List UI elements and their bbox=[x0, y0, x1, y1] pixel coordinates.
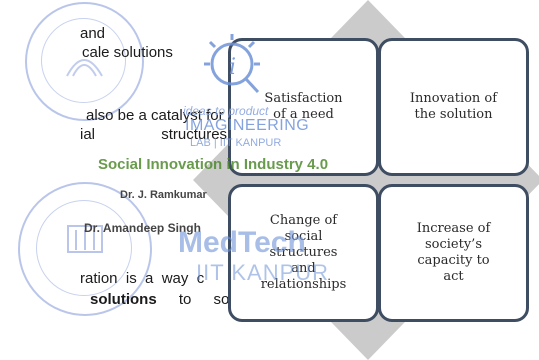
body-line-2: cale solutions bbox=[82, 44, 173, 61]
institute-seal-top bbox=[25, 2, 144, 121]
box-label: Innovation of the solution bbox=[409, 91, 498, 122]
watermark-tagline: ideas to product bbox=[183, 104, 269, 118]
diagram: Satisfaction of a need Innovation of the… bbox=[190, 0, 539, 360]
body-line-6-bold: solutions bbox=[90, 291, 157, 308]
institute-seal-bottom bbox=[18, 182, 152, 316]
body-line-6-mid: to bbox=[178, 291, 192, 308]
box-label: Increase of society’s capacity to act bbox=[416, 221, 491, 284]
author-amandeep: Dr. Amandeep Singh bbox=[84, 221, 201, 235]
watermark-title: Social Innovation in Industry 4.0 bbox=[98, 156, 329, 173]
seal-emblem-icon bbox=[66, 59, 103, 77]
box-satisfaction-of-need: Satisfaction of a need bbox=[228, 38, 379, 176]
watermark-lab-sub: LAB | IIT KANPUR bbox=[190, 137, 282, 149]
lightbulb-logo-icon: i bbox=[204, 34, 260, 94]
body-line-5: ration is a way c bbox=[80, 270, 205, 287]
author-ramkumar: Dr. J. Ramkumar bbox=[120, 189, 207, 201]
body-line-1: and bbox=[80, 25, 106, 42]
body-line-6: solutions to soci bbox=[90, 291, 240, 308]
box-label: Change of social structures and relation… bbox=[260, 213, 347, 292]
body-line-4-mid: structures bbox=[161, 126, 228, 143]
watermark-lab-name: IMAGINEERING bbox=[185, 117, 310, 134]
medtech-sub-watermark: IIT KANPUR bbox=[196, 260, 330, 285]
body-line-4-pre: ial bbox=[80, 126, 96, 143]
box-increase-of-capacity: Increase of society’s capacity to act bbox=[378, 184, 529, 322]
box-label: Satisfaction of a need bbox=[264, 91, 343, 122]
box-innovation-of-solution: Innovation of the solution bbox=[378, 38, 529, 176]
seal-building-icon bbox=[67, 225, 103, 253]
medtech-watermark: MedTech bbox=[178, 226, 306, 259]
body-line-3: also be a catalyst for bbox=[86, 107, 224, 124]
box-change-of-social-structures: Change of social structures and relation… bbox=[228, 184, 379, 322]
svg-text:i: i bbox=[229, 55, 236, 80]
